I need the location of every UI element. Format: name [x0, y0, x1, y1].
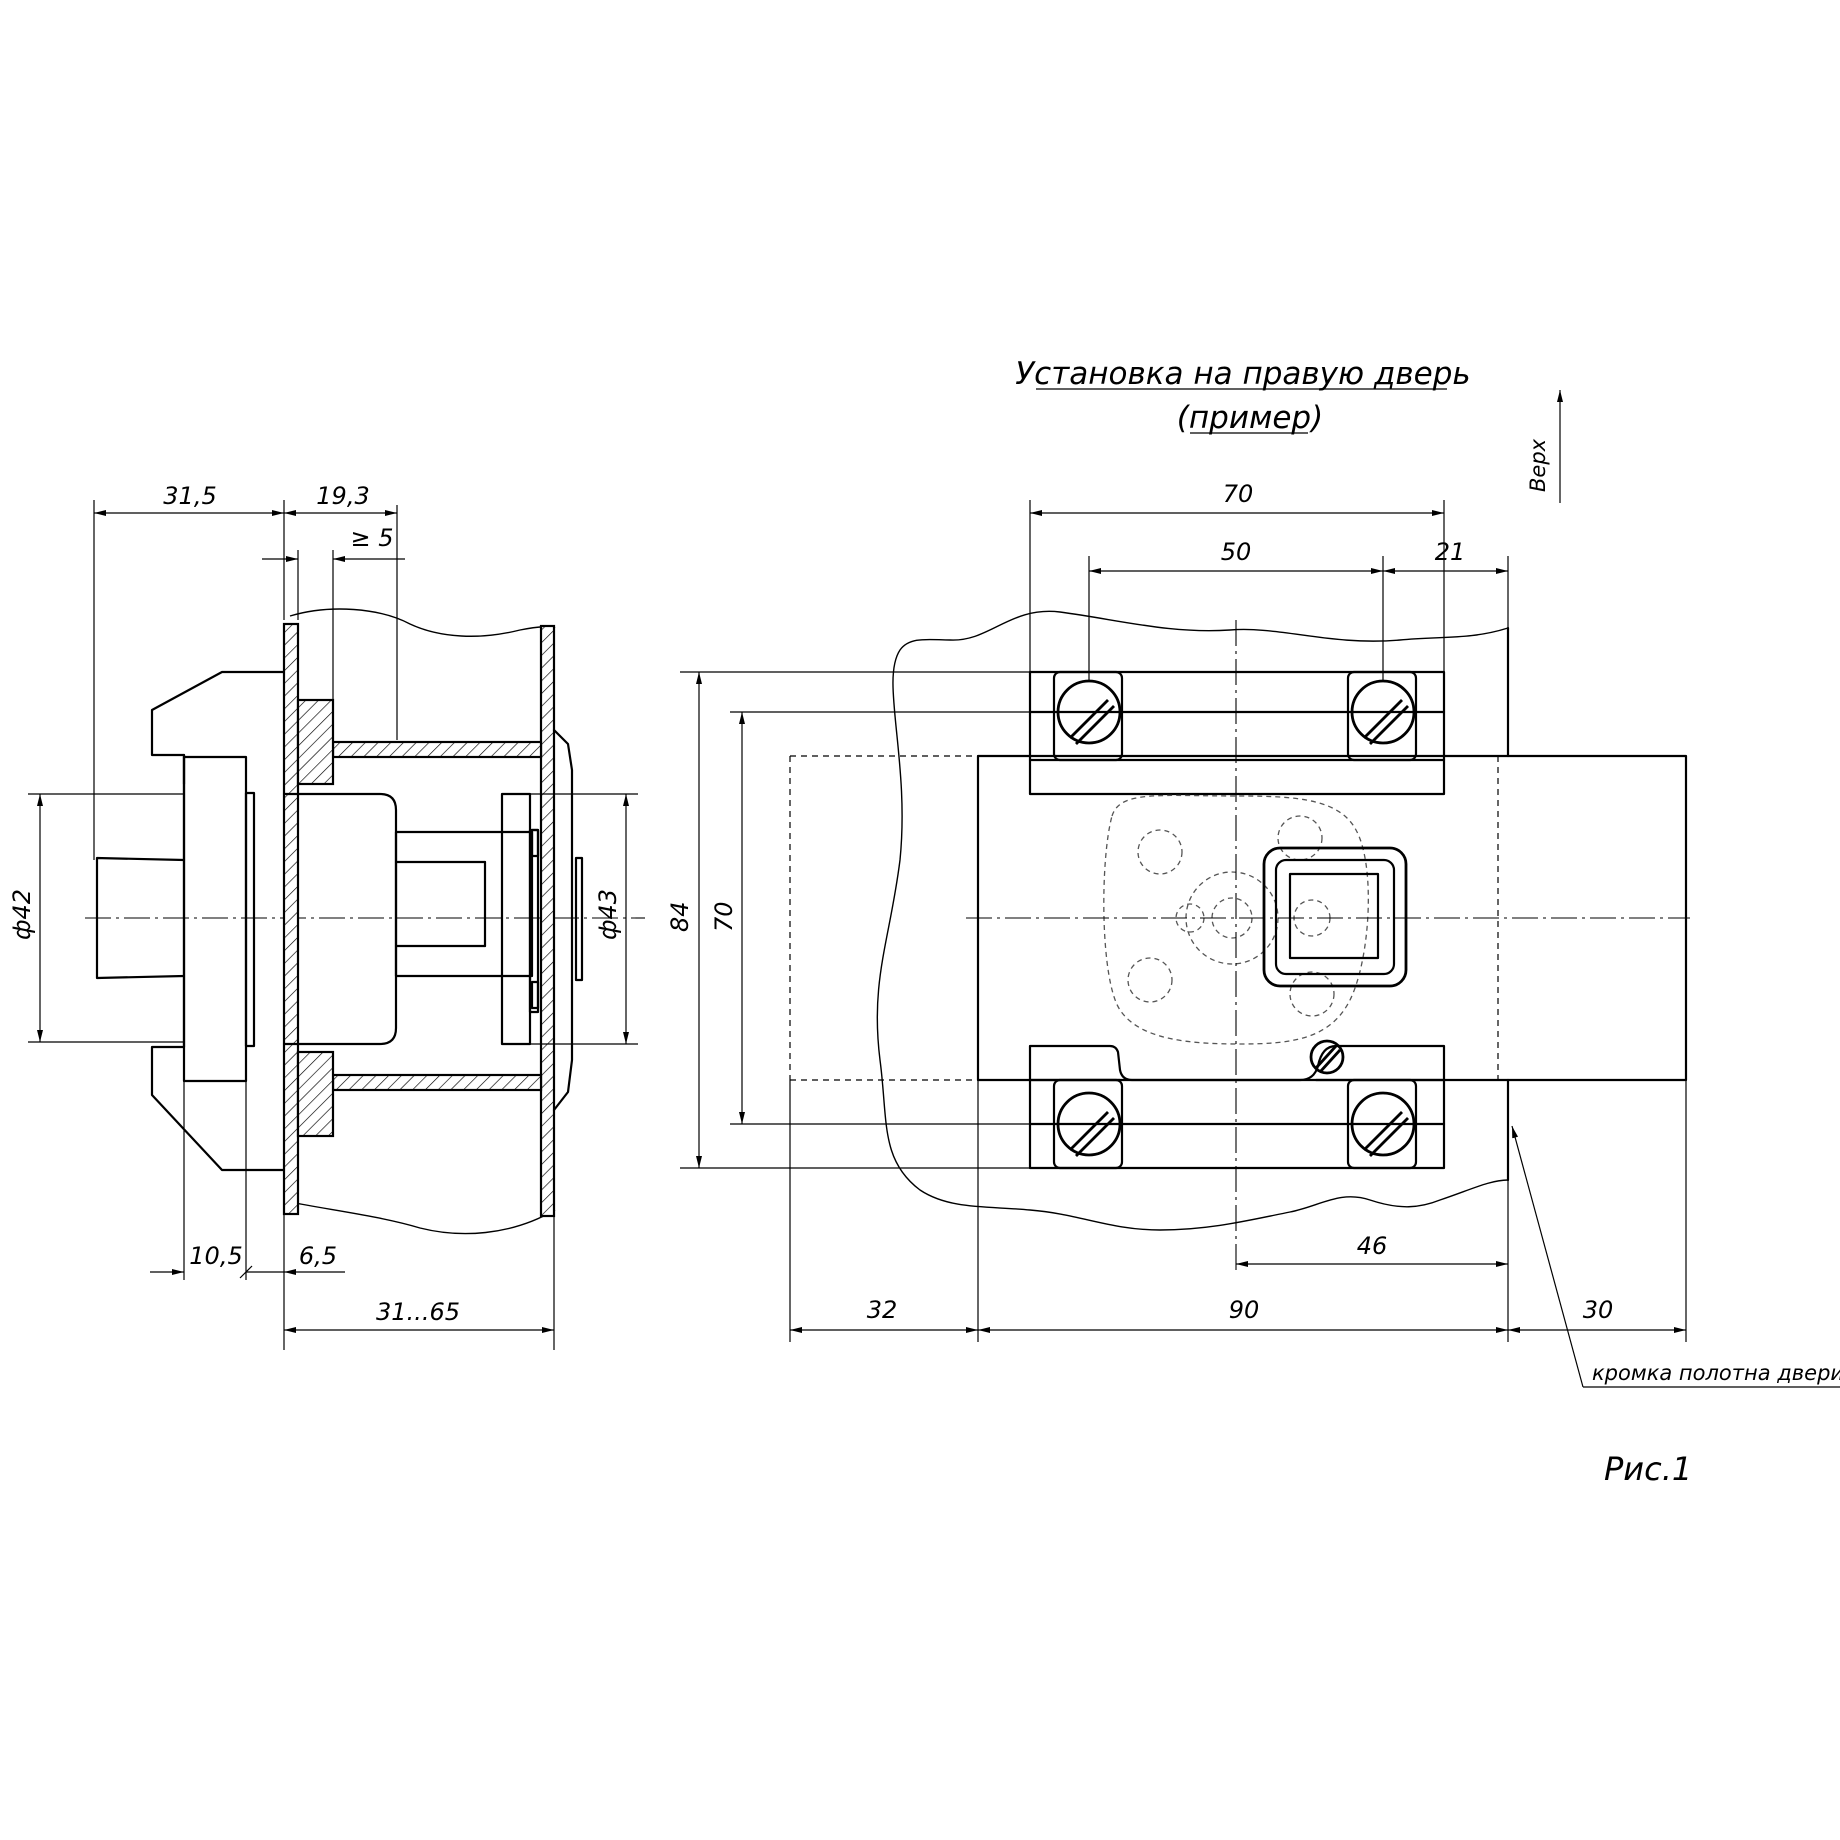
shaft [394, 830, 534, 978]
dim-30: 30 [1583, 1296, 1614, 1324]
door-plate-right [539, 624, 556, 1218]
central-body [282, 792, 398, 1046]
spacer-top [296, 698, 335, 786]
direction-indicator: Верх [1526, 390, 1563, 503]
mount-bar-top [1028, 670, 1446, 796]
dim-21: 21 [1435, 538, 1466, 566]
rosette [552, 728, 574, 1112]
edge-leader [1511, 1125, 1584, 1388]
spindle-outer [1262, 846, 1408, 988]
inner-tube-bottom [331, 1073, 543, 1092]
door-break-bottom [289, 1201, 556, 1235]
dim-90: 90 [1229, 1296, 1260, 1324]
inner-tube-top [331, 740, 543, 759]
side-view: 31,5 19,3 ≥ 5 ф42 ф43 10,5 6,5 31...65 [8, 482, 645, 1350]
spindle-inner [1288, 872, 1380, 960]
title-line-2: (пример) [1177, 400, 1323, 436]
dim-46: 46 [1357, 1232, 1388, 1260]
door-plate-left [282, 622, 300, 1216]
lock-flange-inner [244, 791, 256, 1048]
lock-body-left [150, 670, 286, 1172]
key-cylinder [95, 856, 186, 980]
figure-caption: Рис.1 [1604, 1450, 1692, 1488]
dim-70-top: 70 [1223, 480, 1254, 508]
spacer-bottom [296, 1050, 335, 1138]
dim-32: 32 [867, 1296, 898, 1324]
lock-flange [182, 755, 248, 1083]
door-wavy-outline [876, 610, 1509, 1231]
dim-19-3: 19,3 [316, 482, 369, 510]
spindle-mid [1274, 858, 1396, 976]
drawing-title: Установка на правую дверь (пример) [1015, 356, 1470, 436]
screw-top-left [1052, 670, 1124, 762]
dim-min-5: ≥ 5 [350, 524, 393, 552]
front-view: 70 50 21 84 70 46 32 90 30 кромка полотн… [666, 480, 1840, 1388]
dim-phi-43: ф43 [594, 889, 622, 940]
dim-phi-42: ф42 [8, 889, 36, 940]
dim-31-65: 31...65 [376, 1298, 460, 1326]
small-screw [1309, 1039, 1345, 1075]
screw-bottom-right [1346, 1078, 1418, 1170]
dim-50: 50 [1221, 538, 1252, 566]
dim-31-5: 31,5 [163, 482, 216, 510]
door-break-top [289, 608, 556, 637]
dim-70-left: 70 [710, 901, 738, 932]
title-line-1: Установка на правую дверь [1015, 356, 1470, 392]
dim-6-5: 6,5 [299, 1242, 337, 1270]
dim-10-5: 10,5 [189, 1242, 242, 1270]
up-label: Верх [1526, 438, 1550, 492]
mount-bar-bottom [1028, 1044, 1446, 1170]
screw-top-right [1346, 670, 1418, 762]
edge-note: кромка полотна двери [1592, 1361, 1840, 1385]
dim-84: 84 [666, 901, 694, 932]
